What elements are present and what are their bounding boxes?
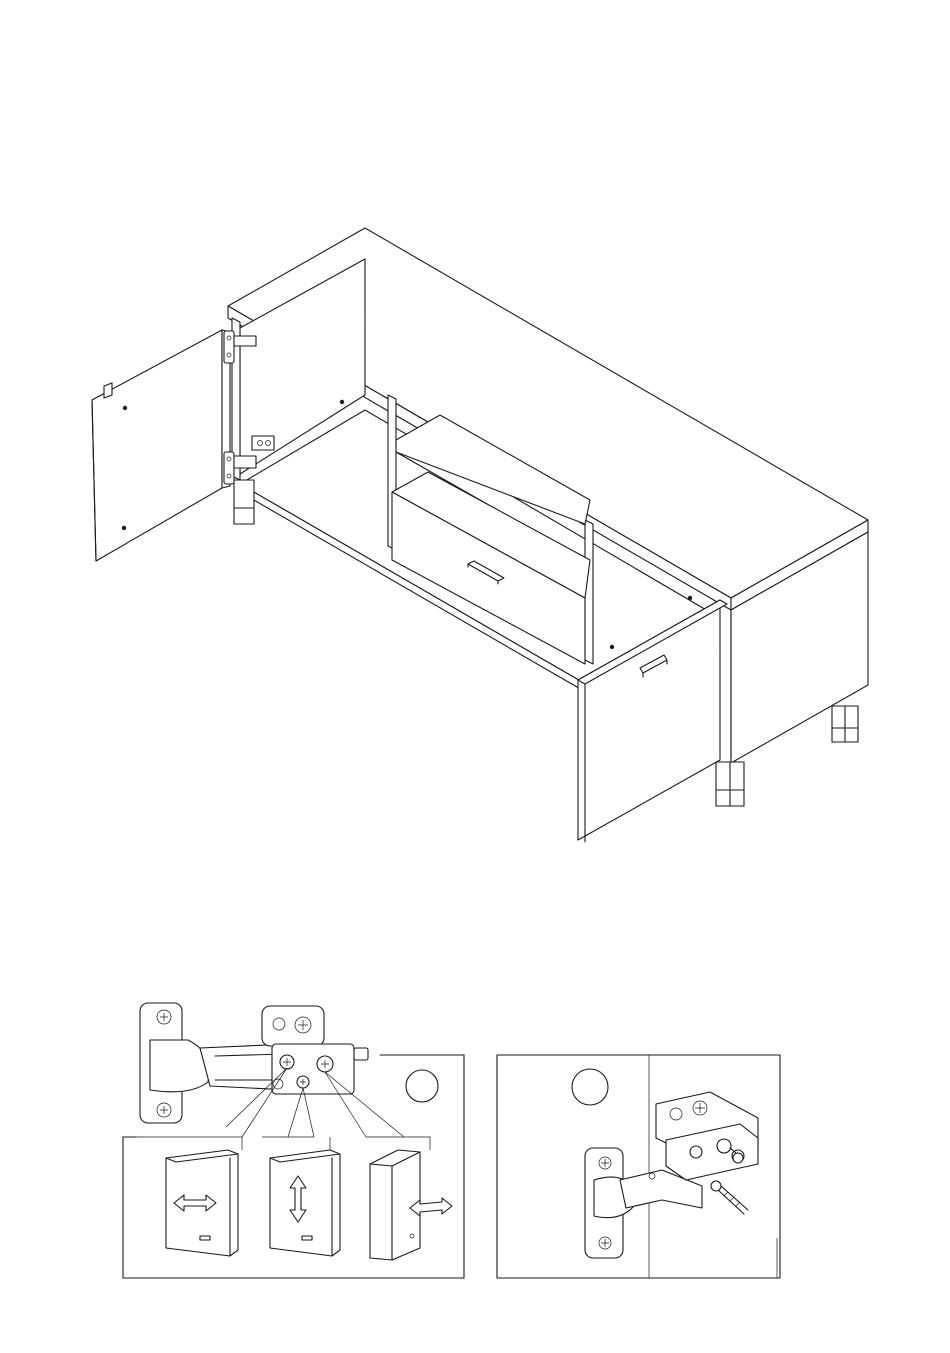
detail-marker-b — [572, 1069, 608, 1105]
leg-front-left — [234, 480, 254, 524]
left-door-open — [92, 330, 230, 561]
hinge-adjustment-detail — [123, 1003, 464, 1278]
tv-cabinet — [92, 228, 868, 842]
hinge-mounting-detail — [497, 1055, 780, 1278]
adjust-depth-block — [370, 1150, 452, 1260]
adjust-vertical-block — [270, 1150, 340, 1256]
left-door-face — [92, 330, 222, 561]
screw-icon — [711, 1181, 748, 1214]
mounting-plate — [262, 1006, 324, 1046]
adjust-horizontal-block — [166, 1150, 238, 1256]
detail-marker-a — [406, 1070, 438, 1102]
